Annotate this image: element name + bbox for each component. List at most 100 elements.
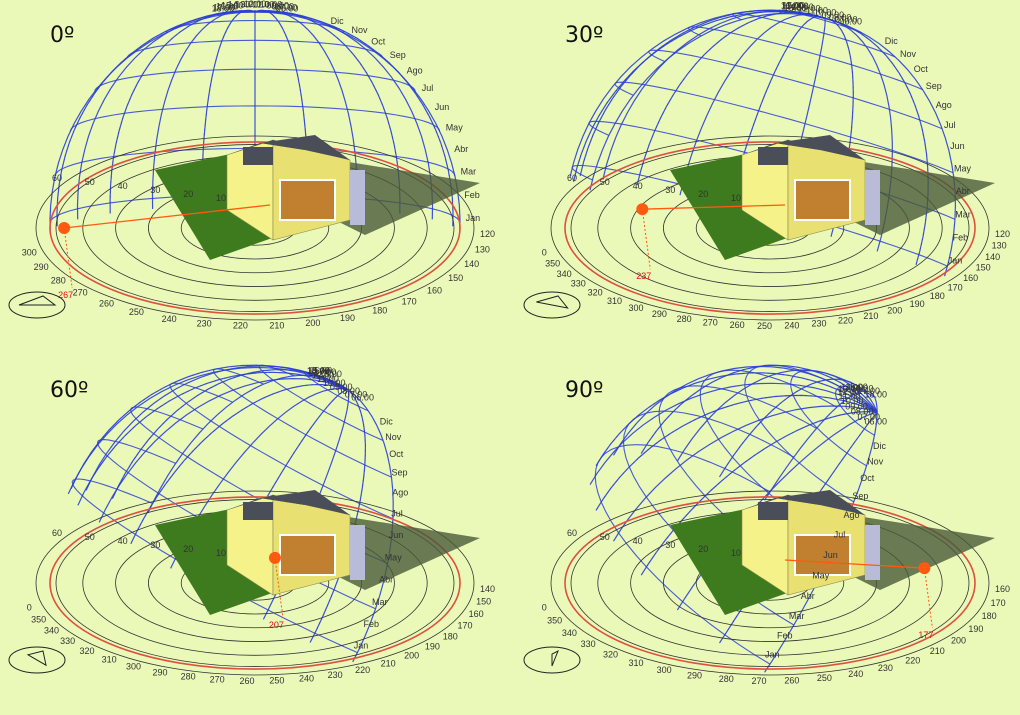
hour-label: 09.00: [822, 10, 845, 20]
altitude-ring-label: 20: [698, 189, 708, 199]
hour-line: [679, 13, 824, 196]
dotted-guide-line: [255, 11, 454, 216]
sun-position: [636, 203, 786, 270]
altitude-ring-label: 60: [567, 528, 577, 538]
panel-title: 60º: [50, 378, 89, 403]
month-line: [126, 39, 384, 59]
azimuth-tick-label: 120: [995, 229, 1010, 239]
azimuth-tick-label: 280: [51, 275, 66, 285]
hour-label: 16.00: [310, 366, 333, 376]
hour-label: 13.00: [838, 384, 861, 394]
azimuth-tick-label: 290: [652, 309, 667, 319]
azimuth-scale-ring: [550, 490, 990, 676]
altitude-ring-label: 40: [633, 181, 643, 191]
altitude-ring-label: 50: [600, 177, 610, 187]
hour-line: [676, 369, 878, 462]
hour-label: 13.00: [308, 368, 331, 378]
month-line: [614, 81, 954, 174]
house-side-wall: [865, 525, 880, 580]
house-roof: [260, 135, 350, 160]
month-label: Sep: [926, 81, 942, 91]
azimuth-tick-label: 190: [910, 299, 925, 309]
azimuth-tick-label: 170: [457, 620, 472, 630]
azimuth-labels: 1201301401501601701801902002102202302402…: [542, 1, 1010, 331]
azimuth-tick-label: 180: [982, 611, 997, 621]
sun-path-graphic: 1201301401501601701801902002102202302402…: [523, 1, 1010, 331]
hour-label: 15.00: [845, 382, 868, 392]
month-label: Nov: [385, 432, 402, 442]
highlighted-azimuth-label: 207: [269, 620, 284, 630]
azimuth-tick-label: 290: [152, 667, 167, 677]
site-model: [155, 135, 480, 260]
month-line: [699, 369, 838, 543]
compass-ellipse: [523, 291, 581, 319]
month-line: [594, 444, 771, 665]
month-label: Abr: [379, 575, 393, 585]
month-label: May: [954, 163, 972, 173]
azimuth-tick-label: 0: [27, 602, 32, 612]
azimuth-tick-label: 290: [687, 671, 702, 681]
panel-title: 90º: [565, 378, 604, 403]
azimuth-tick-label: 160: [427, 285, 442, 295]
azimuth-tick-label: 270: [210, 675, 225, 685]
hour-line: [98, 377, 349, 523]
azimuth-tick-label: 160: [469, 609, 484, 619]
month-line: [208, 10, 302, 18]
hour-label: 16.00: [216, 1, 239, 11]
azimuth-tick-label: 350: [547, 615, 562, 625]
month-line: [165, 19, 345, 34]
azimuth-scale-ring: [35, 135, 475, 321]
dotted-guide-line: [646, 411, 878, 568]
month-line: [69, 105, 441, 132]
azimuth-tick-label: 340: [557, 269, 572, 279]
azimuth-labels: 1601701801902002102202302402502602702802…: [542, 382, 1010, 686]
azimuth-tick-label: 300: [628, 303, 643, 313]
month-label: May: [385, 552, 403, 562]
altitude-ring-label: 30: [150, 185, 160, 195]
hour-label: 07.00: [275, 2, 298, 12]
house-side-wall: [350, 170, 365, 225]
azimuth-tick-label: 310: [628, 658, 643, 668]
hour-line: [67, 366, 349, 495]
dotted-guide-line: [823, 17, 929, 255]
azimuth-tick-label: 170: [991, 598, 1006, 608]
house-window-block: [794, 534, 851, 576]
azimuth-tick-label: 260: [99, 298, 114, 308]
azimuth-tick-label: 250: [129, 307, 144, 317]
month-label: Sep: [392, 468, 408, 478]
month-label: Jul: [391, 509, 403, 519]
house-roof: [775, 490, 865, 515]
compass-needle: [26, 650, 47, 667]
hour-label: 10.00: [841, 396, 864, 406]
hour-label: 15.00: [221, 0, 244, 10]
month-line: [835, 385, 875, 436]
azimuth-tick-label: 350: [545, 258, 560, 268]
azimuth-tick-label: 170: [948, 282, 963, 292]
hour-line: [595, 394, 878, 511]
house-side-wall: [865, 170, 880, 225]
azimuth-tick-label: 210: [381, 658, 396, 668]
month-label: Mar: [789, 611, 805, 621]
sun-path-graphic: 1201301401501601701801902002102202302402…: [8, 0, 495, 331]
compass-ellipse: [8, 291, 66, 319]
hour-line: [823, 17, 957, 277]
month-label: May: [812, 570, 830, 580]
month-label: Jun: [435, 102, 450, 112]
month-label: Jan: [354, 640, 369, 650]
azimuth-tick-label: 300: [22, 247, 37, 257]
month-label: Oct: [389, 449, 404, 459]
hour-label: 13.00: [235, 0, 258, 9]
azimuth-tick-label: 180: [930, 291, 945, 301]
altitude-ring-label: 50: [85, 532, 95, 542]
month-label: Feb: [464, 190, 480, 200]
azimuth-tick-label: 280: [181, 672, 196, 682]
dotted-guide-line: [575, 11, 824, 172]
hour-label: 17.00: [314, 367, 337, 377]
month-label: Nov: [352, 25, 369, 35]
compass-ellipse: [523, 646, 581, 674]
month-line: [169, 382, 394, 520]
azimuth-tick-label: 330: [581, 639, 596, 649]
month-line: [744, 364, 855, 503]
house-window-block: [279, 179, 336, 221]
